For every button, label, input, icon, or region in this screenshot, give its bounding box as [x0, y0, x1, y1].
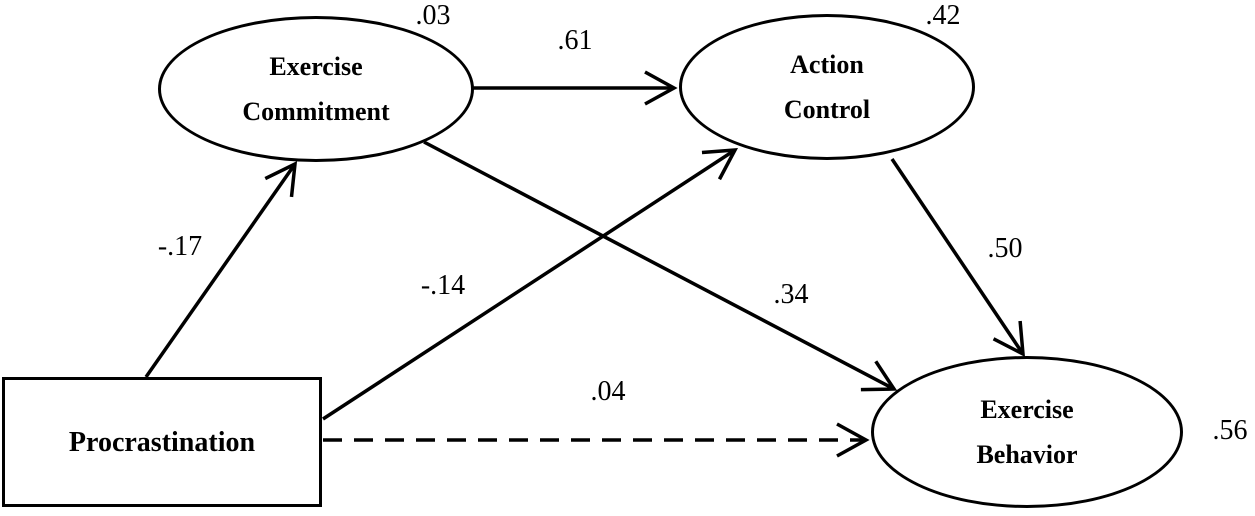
- node-exercise-commitment: Exercise Commitment: [158, 16, 474, 162]
- coef-procrastination-action-control: -.14: [420, 270, 466, 301]
- coef-procrastination-exercise-behavior: .04: [590, 376, 626, 407]
- node-procrastination: Procrastination: [2, 377, 322, 507]
- node-exercise-behavior-label-line1: Exercise: [980, 395, 1074, 424]
- node-action-control-label-line2: Control: [783, 95, 871, 124]
- node-action-control-label-line1: Action: [790, 50, 864, 79]
- coef-procrastination-exercise-commitment: -.17: [157, 231, 203, 262]
- node-exercise-commitment-label-line2: Commitment: [242, 97, 390, 126]
- coef-action-control-exercise-behavior: .50: [987, 233, 1023, 264]
- path-action-control-to-exercise-behavior: [890, 158, 1026, 358]
- rsq-exercise-behavior: .56: [1212, 415, 1248, 446]
- node-exercise-behavior-label-line2: Behavior: [976, 440, 1078, 469]
- coef-exercise-commitment-exercise-behavior: .34: [773, 279, 809, 310]
- node-action-control: Action Control: [679, 14, 975, 160]
- node-exercise-commitment-label-line1: Exercise: [269, 52, 363, 81]
- path-procrastination-to-exercise-commitment: [144, 161, 298, 379]
- node-procrastination-label: Procrastination: [68, 426, 256, 458]
- path-exercise-commitment-to-exercise-behavior: [423, 140, 898, 392]
- coef-exercise-commitment-action-control: .61: [557, 25, 593, 56]
- path-procrastination-to-action-control: [322, 148, 739, 421]
- rsq-exercise-commitment: .03: [415, 0, 451, 31]
- rsq-action-control: .42: [925, 0, 961, 31]
- node-exercise-behavior: Exercise Behavior: [871, 356, 1183, 508]
